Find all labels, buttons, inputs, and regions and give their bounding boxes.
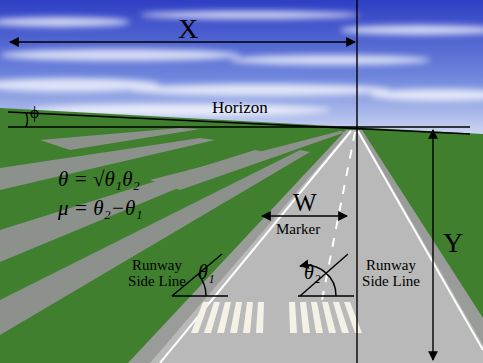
drawing-part [356, 0, 357, 363]
angle-symbol: θ₁ [198, 262, 215, 283]
drawing-part [370, 89, 483, 101]
side-line-label: Runway Side Line [118, 258, 196, 290]
drawing-part [289, 302, 297, 333]
drawing-part [322, 302, 336, 333]
drawing-part [358, 131, 483, 350]
angle-symbol: θ₂ [304, 262, 321, 283]
drawing-part [432, 130, 433, 360]
drawing-part [26, 113, 27, 127]
drawing-part [172, 295, 228, 296]
drawing-part [311, 302, 323, 333]
dimension-label: Y [443, 228, 463, 257]
marker-label: Marker [276, 222, 320, 238]
drawing-part [230, 302, 242, 333]
drawing-part [8, 126, 470, 127]
drawing-part [340, 25, 483, 35]
side-line-label: Runway Side Line [352, 258, 430, 290]
drawing-part [230, 55, 430, 65]
drawing-part [243, 302, 253, 333]
drawing-part [140, 11, 360, 19]
dimension-label: X [178, 14, 198, 43]
formula: μ = θ₂−θ₁ [58, 197, 143, 219]
runway-side-lines [160, 131, 483, 363]
runway [150, 130, 483, 363]
drawing-part [256, 302, 264, 333]
threshold-bars [191, 302, 362, 333]
ground [0, 108, 483, 363]
drawing-part [204, 302, 220, 333]
drawing-part [0, 49, 240, 61]
drawing-part [0, 17, 130, 27]
taxiways [0, 128, 346, 335]
dimension-label: W [293, 190, 317, 216]
formula: θ = √θ₁θ₂ [58, 168, 140, 190]
drawing-part [344, 302, 362, 333]
drawing-part [130, 84, 390, 96]
drawing-part [160, 131, 351, 363]
runway-shoulder [128, 130, 483, 363]
drawing-part [300, 302, 310, 333]
horizon-label: Horizon [212, 99, 268, 117]
drawing-part [298, 295, 354, 296]
drawing-part [300, 254, 348, 296]
annotation-lines [8, 0, 470, 363]
angle-symbol: ϕ [30, 104, 39, 122]
drawing-part [217, 302, 231, 333]
clouds [0, 11, 483, 116]
